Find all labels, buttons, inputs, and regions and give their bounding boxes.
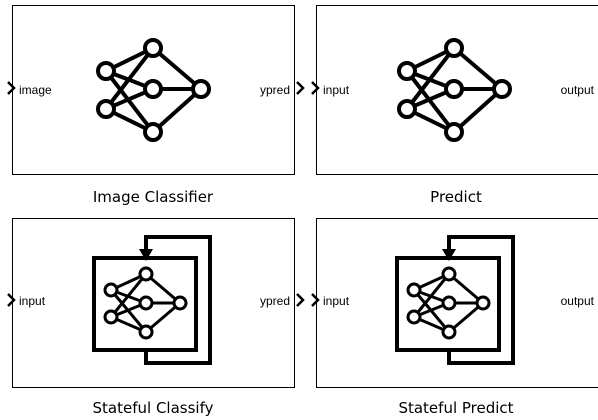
stateful-neural-network-icon — [92, 235, 212, 365]
predict-input-port: input — [323, 83, 350, 97]
stateful-classify-caption: Stateful Classify — [92, 399, 214, 417]
stateful-predict-caption: Stateful Predict — [398, 399, 514, 417]
neural-network-icon — [96, 38, 211, 142]
predict-caption: Predict — [430, 188, 482, 206]
image-classifier-output-port: ypred — [259, 83, 290, 97]
predict-block[interactable]: input output — [316, 5, 598, 175]
stateful-predict-block[interactable]: input output — [316, 218, 598, 388]
stateful-classify-output-port: ypred — [259, 294, 290, 308]
stateful-predict-output-port: output — [560, 294, 594, 308]
neural-network-icon — [397, 38, 512, 142]
image-classifier-caption: Image Classifier — [92, 188, 214, 206]
image-classifier-block[interactable]: image ypred — [12, 5, 295, 175]
stateful-neural-network-icon — [395, 235, 515, 365]
predict-output-port: output — [560, 83, 594, 97]
stateful-classify-block[interactable]: input ypred — [12, 218, 295, 388]
stateful-classify-output-arrow-icon — [296, 293, 305, 307]
stateful-predict-input-port: input — [323, 294, 350, 308]
image-classifier-input-port: image — [19, 83, 52, 97]
stateful-classify-input-port: input — [19, 294, 46, 308]
image-classifier-output-arrow-icon — [296, 81, 305, 95]
